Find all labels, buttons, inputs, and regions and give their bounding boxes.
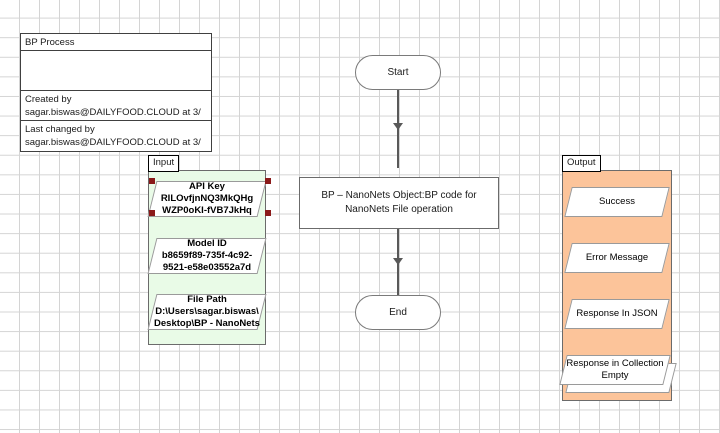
input-shape-api-key-text: API Key RILOvfjnNQ3MkQHg WZP0oKI-fVB7JkH…: [152, 181, 262, 217]
input-shape-api-key[interactable]: API Key RILOvfjnNQ3MkQHg WZP0oKI-fVB7JkH…: [147, 181, 267, 217]
created-by-value: sagar.biswas@DAILYFOOD.CLOUD at 3/: [25, 107, 201, 118]
last-changed-by-value: sagar.biswas@DAILYFOOD.CLOUD at 3/: [25, 137, 201, 148]
flow-node-end[interactable]: End: [355, 295, 441, 330]
bp-process-info-block[interactable]: BP Process Created by sagar.biswas@DAILY…: [20, 33, 212, 152]
flow-node-start[interactable]: Start: [355, 55, 441, 90]
output-shape-error-message[interactable]: Error Message: [564, 243, 670, 273]
process-line2: NanoNets File operation: [345, 204, 453, 215]
input-shape-model-id[interactable]: Model ID b8659f89-735f-4c92- 9521-e58e03…: [147, 238, 267, 274]
flow-node-start-label: Start: [387, 67, 409, 78]
output-shape-response-in-collection-empty[interactable]: Response in Collection Empty: [559, 355, 677, 393]
model-id-header: Model ID: [187, 238, 227, 249]
model-id-line1: b8659f89-735f-4c92-: [161, 250, 253, 261]
created-by-label: Created by: [25, 94, 72, 105]
flow-node-process-text: BP – NanoNets Object:BP code for NanoNet…: [321, 189, 476, 217]
last-changed-by-label: Last changed by: [25, 124, 95, 135]
process-line1: BP – NanoNets Object:BP code for: [321, 190, 477, 201]
input-pool-label: Input: [148, 155, 180, 172]
output-shape-response-in-collection-empty-text: Response in Collection Empty: [563, 355, 667, 385]
output-shape-response-in-json[interactable]: Response In JSON: [564, 299, 670, 329]
arrow-head-icon: [393, 123, 403, 130]
model-id-line2: 9521-e58e03552a7d: [162, 262, 252, 273]
api-key-line2: WZP0oKI-fVB7JkHq: [162, 205, 252, 216]
file-path-line1: D:\Users\sagar.biswas\: [155, 306, 259, 317]
bp-process-title: BP Process: [21, 34, 211, 51]
bp-process-description-area: [21, 51, 211, 91]
selection-handle-top-left[interactable]: [149, 178, 155, 184]
created-by-row: Created by sagar.biswas@DAILYFOOD.CLOUD …: [21, 91, 211, 121]
output-pool-label: Output: [562, 155, 601, 172]
last-changed-by-row: Last changed by sagar.biswas@DAILYFOOD.C…: [21, 121, 211, 151]
output-shape-response-in-json-text: Response In JSON: [568, 299, 666, 329]
success-line1: Success: [599, 196, 635, 207]
response-in-json-line1: Response In JSON: [576, 308, 658, 319]
response-in-collection-line2: Empty: [601, 370, 629, 381]
file-path-header: File Path: [187, 294, 227, 305]
output-shape-error-message-text: Error Message: [568, 243, 666, 273]
arrow-head-icon: [393, 258, 403, 265]
input-shape-file-path[interactable]: File Path D:\Users\sagar.biswas\ Desktop…: [147, 294, 267, 330]
selection-handle-top-right[interactable]: [265, 178, 271, 184]
file-path-line2: Desktop\BP - NanoNets: [154, 318, 260, 329]
selection-handle-bottom-left[interactable]: [149, 210, 155, 216]
output-shape-success[interactable]: Success: [564, 187, 670, 217]
error-message-line1: Error Message: [585, 252, 649, 263]
flow-node-end-label: End: [389, 307, 407, 318]
output-shape-success-text: Success: [568, 187, 666, 217]
selection-handle-bottom-right[interactable]: [265, 210, 271, 216]
api-key-header: API Key: [189, 181, 225, 192]
input-shape-file-path-text: File Path D:\Users\sagar.biswas\ Desktop…: [152, 294, 262, 330]
api-key-line1: RILOvfjnNQ3MkQHg: [160, 193, 254, 204]
flow-node-process[interactable]: BP – NanoNets Object:BP code for NanoNet…: [299, 177, 499, 229]
response-in-collection-line1: Response in Collection: [566, 358, 664, 369]
input-shape-model-id-text: Model ID b8659f89-735f-4c92- 9521-e58e03…: [152, 238, 262, 274]
